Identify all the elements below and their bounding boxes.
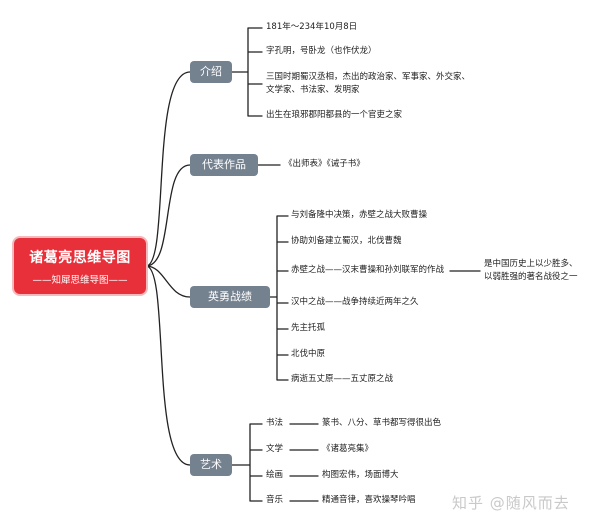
root-title: 诸葛亮思维导图	[29, 250, 131, 266]
intro-item-birthplace: 出生在琅邪郡阳都县的一个官吏之家	[266, 110, 403, 120]
connector-root-art	[145, 265, 191, 466]
connector-root-battles	[145, 265, 191, 298]
chibi-note-line2: 以弱胜强的著名战役之一	[484, 272, 578, 282]
battle-item-3: 赤壁之战——汉末曹操和孙刘联军的作战	[291, 265, 445, 275]
connector-intro-items	[231, 27, 263, 117]
root-node[interactable]: 诸葛亮思维导图 ——知犀思维导图——	[14, 238, 146, 294]
branch-art[interactable]: 艺术	[190, 454, 232, 476]
works-item: 《出师表》《诫子书》	[284, 159, 365, 169]
branch-battles[interactable]: 英勇战绩	[190, 286, 270, 308]
root-subtitle: ——知犀思维导图——	[32, 275, 128, 286]
art-value-music: 精通音律，喜欢操琴吟唱	[322, 495, 416, 505]
battle-item-7: 病逝五丈原——五丈原之战	[291, 374, 394, 384]
battle-item-5: 先主托孤	[291, 323, 326, 333]
art-label-calligraphy: 书法	[266, 418, 284, 428]
intro-item-roles-line2: 文学家、书法家、发明家	[266, 85, 360, 95]
battle-item-4: 汉中之战——战争持续近两年之久	[291, 297, 419, 307]
watermark: 知乎 @随风而去	[452, 494, 570, 512]
intro-item-dates: 181年～234年10月8日	[266, 22, 358, 32]
branch-intro[interactable]: 介绍	[190, 61, 232, 83]
battle-item-1: 与刘备隆中决策，赤壁之战大败曹操	[291, 210, 428, 220]
intro-item-roles-line1: 三国时期蜀汉丞相，杰出的政治家、军事家、外交家、	[266, 72, 471, 82]
art-label-literature: 文学	[266, 444, 284, 454]
art-value-literature: 《诸葛亮集》	[322, 444, 374, 454]
intro-item-names: 字孔明，号卧龙（也作伏龙）	[266, 46, 377, 56]
art-value-calligraphy: 篆书、八分、草书都写得很出色	[322, 418, 442, 428]
chibi-note-line1: 是中国历史上以少胜多、	[484, 259, 578, 269]
connector-art-items	[231, 423, 263, 502]
art-label-painting: 绘画	[266, 470, 284, 480]
art-value-painting: 构图宏伟，场面博大	[322, 470, 399, 480]
battle-item-6: 北伐中原	[291, 349, 326, 359]
art-label-music: 音乐	[266, 495, 284, 505]
connector-art-values	[289, 423, 319, 502]
connector-root-works	[145, 164, 191, 267]
connector-root-intro	[145, 71, 191, 267]
connector-battles-items	[269, 215, 289, 381]
battle-item-2: 协助刘备建立蜀汉，北伐曹魏	[291, 236, 402, 246]
branch-works[interactable]: 代表作品	[190, 154, 258, 176]
